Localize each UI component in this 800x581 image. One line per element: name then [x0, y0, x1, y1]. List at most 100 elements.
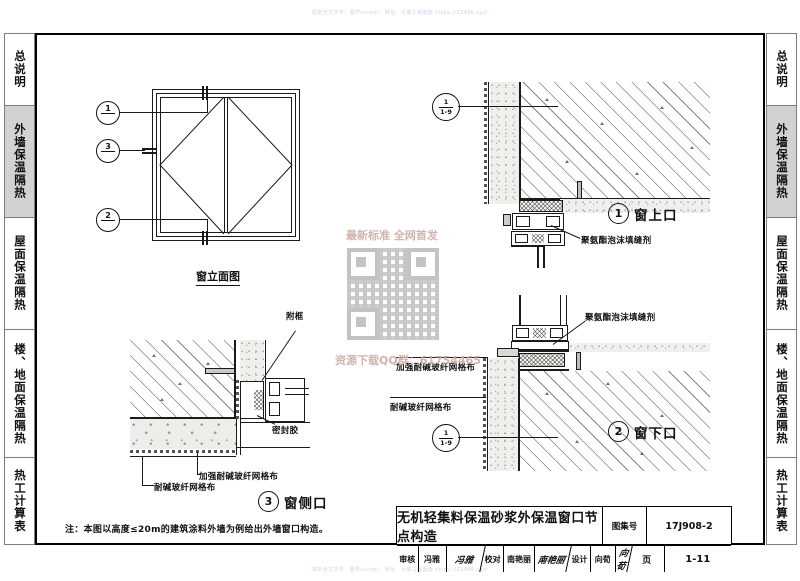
label-sub-frame-d3: 附框: [286, 312, 304, 322]
sidebar-item-exterior-wall-right[interactable]: 外墙保温隔热: [766, 105, 797, 217]
check-name: 南艳丽: [504, 546, 536, 572]
window-frame-base-d2: [511, 341, 569, 350]
atlas-number-label: 图集号: [603, 507, 647, 545]
detail-ref-bubble-d1[interactable]: 1 1-9: [432, 93, 460, 121]
tab-label: 屋面保温隔热: [12, 235, 27, 312]
frame-chamber-d1-a: [516, 216, 530, 227]
tab-label: 楼、地面保温隔热: [12, 342, 27, 445]
glazing-line-d3-a: [285, 388, 309, 389]
gasket-d3: [254, 390, 264, 410]
wall-face-line-d3: [130, 417, 236, 419]
top-watermark-strip: 提供全文字号：图号sucha） 网址：大量工程图册 https://32486.…: [311, 10, 489, 16]
frame-chamber-d2-a: [516, 328, 529, 338]
section-tick-side-a: [142, 148, 156, 150]
title-block-signature-row: 审核 冯雅 冯雅 校对 南艳丽 南艳丽 设计 向荀 向荀 页 1-11: [397, 546, 731, 572]
window-opening-symbols: [159, 96, 293, 235]
elevation-marker-2[interactable]: 2: [96, 208, 120, 232]
drip-profile-d2: [497, 348, 519, 357]
jamb-return-d3-b: [240, 419, 241, 455]
jamb-return-d3: [236, 419, 237, 455]
sill-continuation-d3-b: [236, 447, 310, 448]
window-inner-frame: [156, 93, 296, 237]
label-leader-d3-c2: [197, 474, 201, 475]
label-leader-d2-c: [390, 397, 486, 398]
sealant-d1: [503, 214, 511, 226]
label-leader-d3-d: [142, 456, 143, 485]
frame-chamber-d1-d: [548, 234, 561, 243]
sidebar-item-general-notes-right[interactable]: 总说明: [766, 33, 797, 105]
label-foam-sealant-d2: 聚氨酯泡沫填缝剂: [585, 313, 656, 323]
mesh-layer-d3: [130, 450, 236, 453]
elevation-marker-1[interactable]: 1: [96, 101, 120, 125]
tab-label: 外墙保温隔热: [12, 123, 27, 200]
glazing-line-d1: [537, 246, 539, 268]
window-mullion: [224, 97, 225, 233]
left-index-tabs: 总说明 外墙保温隔热 屋面保温隔热 楼、地面保温隔热 热工计算表: [4, 33, 35, 545]
leader-riser-2: [207, 219, 208, 232]
frame-chamber-d3-b: [269, 402, 280, 416]
render-line-d3: [130, 456, 236, 457]
detail-3-heading: 3 窗侧口: [258, 491, 328, 512]
sidebar-item-general-notes-left[interactable]: 总说明: [4, 33, 35, 105]
foam-fill-d2: [520, 354, 564, 366]
sidebar-item-thermal-table-left[interactable]: 热工计算表: [4, 457, 35, 545]
detail-ref-leader-d2: [458, 437, 558, 438]
detail-ref-bubble-d2[interactable]: 1 1-9: [432, 424, 460, 452]
watermark-promo-line-2: 资源下载QQ群：61754465: [335, 354, 481, 367]
leader-riser-1: [207, 100, 208, 113]
check-signature: 南艳丽: [532, 546, 573, 572]
sill-glazing-d2-b: [566, 295, 567, 335]
check-key: 校对: [482, 546, 504, 572]
tab-label: 外墙保温隔热: [774, 123, 789, 200]
leader-line-3: [117, 150, 145, 151]
detail-2-number: 2: [608, 421, 629, 442]
label-sealant-d3: 密封胶: [272, 426, 299, 436]
tab-label: 总说明: [12, 50, 27, 89]
detail-3-title: 窗侧口: [284, 495, 328, 512]
wall-hatch-d1: [520, 82, 710, 204]
sidebar-item-roof-right[interactable]: 屋面保温隔热: [766, 217, 797, 329]
sidebar-item-floor-right[interactable]: 楼、地面保温隔热: [766, 329, 797, 457]
mesh-layer-d1: [484, 82, 487, 204]
foam-fill-d1: [520, 201, 562, 211]
right-index-tabs: 总说明 外墙保温隔热 屋面保温隔热 楼、地面保温隔热 热工计算表: [766, 33, 797, 545]
label-reinforced-mesh-d3: 加强耐碱玻纤网格布: [199, 472, 279, 482]
page-number: 1-11: [685, 553, 711, 565]
anchor-d1: [577, 181, 582, 199]
render-line-d1-a: [488, 82, 489, 204]
section-tick-top-b: [206, 86, 208, 100]
jamb-reveal-line-d3: [234, 340, 236, 418]
detail-3-number: 3: [258, 491, 279, 512]
label-leader-d3-d2: [142, 485, 154, 486]
frame-chamber-d3-a: [269, 382, 280, 396]
bottom-watermark-strip: 提供全文字号：图号sucha） 网址：大量工程图册 https://32486.…: [311, 567, 489, 573]
title-block: 无机轻集料保温砂浆外保温窗口节点构造 图集号 17J908-2 审核 冯雅 冯雅…: [396, 506, 732, 572]
label-leader-d3-c: [197, 452, 198, 474]
label-alkali-mesh-d3: 耐碱玻纤网格布: [154, 483, 216, 493]
insulation-layer-d3: [130, 419, 236, 449]
elevation-caption: 窗立面图: [196, 268, 240, 286]
sidebar-item-thermal-table-right[interactable]: 热工计算表: [766, 457, 797, 545]
wall-face-line-d1: [519, 82, 521, 204]
section-tick-side-b: [142, 152, 156, 154]
sill-continuation-d3: [240, 422, 310, 423]
detail-1-heading: 1 窗上口: [608, 203, 678, 224]
frame-chamber-d1-c: [515, 234, 528, 243]
sill-frame-line-d2: [519, 295, 521, 343]
insulation-layer-d2: [489, 358, 519, 471]
detail-2-title: 窗下口: [634, 425, 678, 442]
detail-1-title: 窗上口: [634, 207, 678, 224]
window-outer-frame: [152, 89, 300, 241]
elevation-marker-3[interactable]: 3: [96, 139, 120, 163]
sidebar-item-exterior-wall-left[interactable]: 外墙保温隔热: [4, 105, 35, 217]
sill-glazing-d2: [560, 295, 561, 335]
sidebar-item-roof-left[interactable]: 屋面保温隔热: [4, 217, 35, 329]
sidebar-item-floor-left[interactable]: 楼、地面保温隔热: [4, 329, 35, 457]
tab-label: 屋面保温隔热: [774, 235, 789, 312]
wall-hatch-d3: [130, 340, 234, 418]
leader-line-1: [117, 112, 208, 113]
frame-chamber-d2-b: [550, 328, 563, 338]
sill-under-line-d2: [511, 369, 569, 371]
design-key: 设计: [569, 546, 591, 572]
label-leader-d2-b: [396, 357, 488, 358]
